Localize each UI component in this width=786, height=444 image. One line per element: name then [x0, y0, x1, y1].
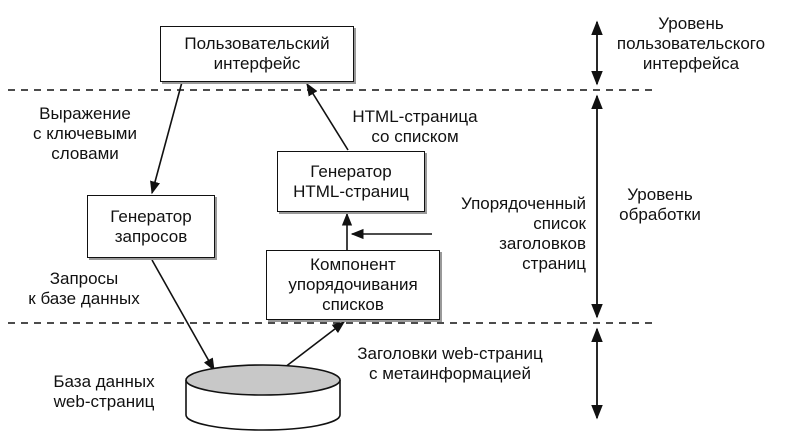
label-line: с метаинформацией: [369, 364, 531, 383]
arrow-ui-to-query-generator: [150, 81, 183, 195]
box-text-line: Генератор: [110, 206, 192, 226]
arrow-html-generator-to-ui: [306, 82, 349, 151]
label-line: HTML-страница: [352, 107, 478, 126]
box-html-generator: Генератор HTML-страниц: [277, 151, 425, 212]
label-line: Уровень: [627, 185, 693, 204]
label-db-queries: Запросы к базе данных: [16, 269, 152, 309]
box-text-line: списков: [322, 295, 384, 314]
label-line: Заголовки web-страниц: [357, 344, 543, 363]
box-text-line: Компонент: [310, 255, 396, 274]
arrow-query-generator-to-database: [151, 259, 215, 372]
label-line: со списком: [371, 127, 459, 146]
label-line: с ключевыми: [33, 124, 137, 143]
label-headers-metainfo: Заголовки web-страниц с метаинформацией: [330, 344, 570, 384]
label-database: База данных web-страниц: [44, 372, 164, 412]
box-list-sorter: Компонент упорядочивания списков: [266, 250, 440, 320]
box-text-line: Пользовательский: [184, 34, 330, 53]
label-line: Уровень: [658, 14, 724, 33]
box-text-line: интерфейс: [213, 54, 301, 73]
label-line: База данных: [53, 372, 155, 391]
label-line: словами: [51, 144, 119, 163]
label-line: заголовков: [499, 234, 586, 253]
label-line: интерфейса: [642, 54, 740, 73]
label-line: Запросы: [49, 269, 119, 288]
label-line: web-страниц: [53, 392, 155, 411]
label-line: страниц: [522, 254, 586, 273]
label-line: пользовательского: [616, 34, 766, 53]
box-text-line: запросов: [114, 226, 188, 246]
label-level-processing: Уровень обработки: [610, 185, 710, 225]
box-text-line: Генератор: [310, 161, 392, 181]
box-text-line: HTML-страниц: [293, 181, 409, 201]
label-html-page-with-list: HTML-страница со списком: [340, 107, 490, 147]
label-line: Упорядоченный: [461, 194, 586, 213]
label-line: обработки: [619, 205, 701, 224]
label-level-ui: Уровень пользовательского интерфейса: [606, 14, 776, 74]
label-line: Выражение: [39, 104, 131, 123]
box-text-line: упорядочивания: [288, 275, 418, 294]
database-cylinder-icon: [185, 364, 341, 431]
label-sorted-list: Упорядоченный список заголовков страниц: [432, 194, 586, 274]
label-line: к базе данных: [28, 289, 140, 308]
label-line: список: [533, 214, 586, 233]
box-user-interface: Пользовательский интерфейс: [160, 26, 354, 82]
label-keywords-expression: Выражение с ключевыми словами: [26, 104, 144, 164]
box-query-generator: Генератор запросов: [87, 195, 215, 258]
